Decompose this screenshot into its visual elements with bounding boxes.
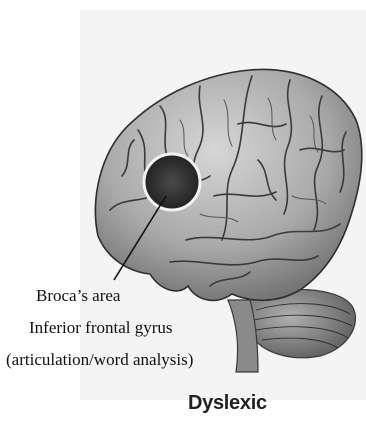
label-brocas-area: Broca’s area	[36, 286, 120, 306]
figure-title: Dyslexic	[188, 392, 267, 415]
label-inferior-frontal-gyrus: Inferior frontal gyrus	[29, 318, 173, 338]
label-function: (articulation/word analysis)	[6, 350, 193, 370]
brocas-area-highlight	[144, 154, 200, 210]
